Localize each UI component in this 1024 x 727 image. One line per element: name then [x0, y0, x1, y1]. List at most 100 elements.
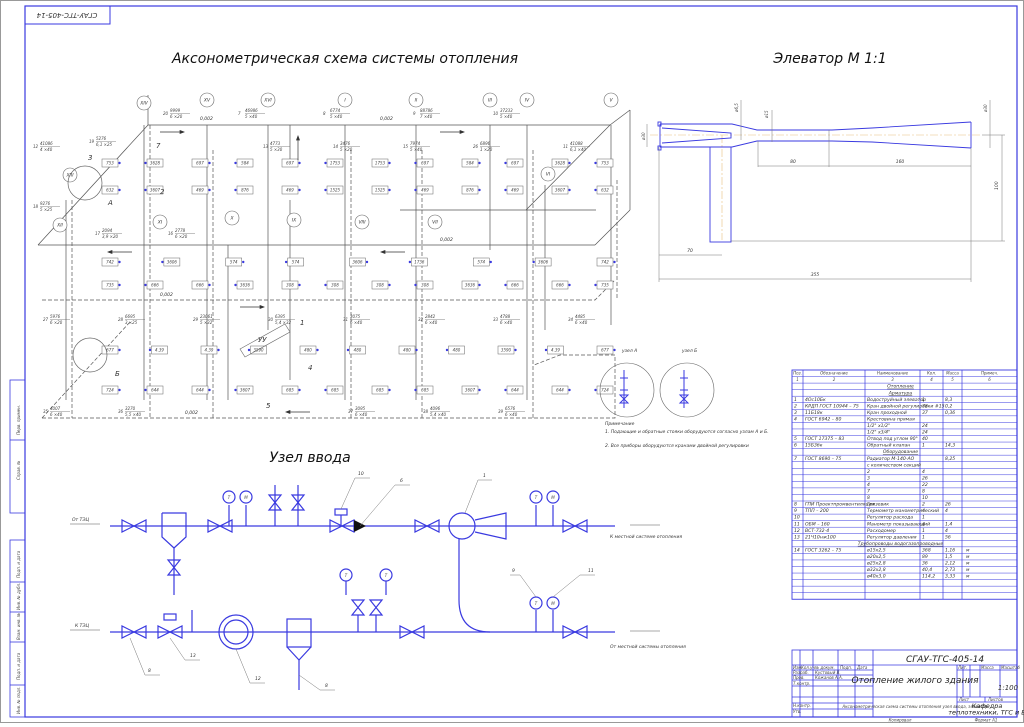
pipe-section-length: 4096 — [430, 406, 441, 411]
pipe-section-length: 6695 — [125, 314, 136, 319]
radiator — [596, 158, 614, 168]
spec-name: 8 — [867, 495, 870, 501]
pipe-section-length: 9276 — [40, 201, 51, 206]
spec-qty: 1 — [922, 528, 925, 534]
radiator-valve — [118, 260, 121, 264]
pipe-section-length: 4007 — [50, 406, 61, 411]
flow-arrows — [107, 129, 465, 415]
stamp-role: Пров. — [793, 675, 805, 680]
to-tec-label: К ТЭЦ — [75, 623, 90, 629]
pipe-section-diameter: 5 ×40 — [245, 114, 258, 119]
heat-unit-label: УУ — [258, 336, 267, 344]
radiator — [473, 257, 490, 267]
spec-qty: 89 — [922, 554, 928, 560]
stamp-code: СГАУ-ТГС-405-14 — [906, 655, 984, 665]
side-label: Взам. инв. № — [16, 613, 21, 640]
radiator-sections: 632 — [601, 188, 609, 193]
radiator-valve — [504, 283, 507, 287]
spec-section: Отопление — [887, 384, 914, 390]
radiator-sections: 644 — [556, 388, 564, 393]
stamp-role: Т.контр. — [793, 681, 810, 686]
radiator-sections: 666 — [196, 283, 204, 288]
pipe-section-diameter: 6 ×40 — [425, 320, 438, 325]
riser-marker-label: XV — [203, 98, 211, 104]
spec-note: м — [966, 562, 970, 567]
radiator — [551, 185, 569, 195]
spec-header: Наименование — [877, 371, 909, 376]
radiator-valve — [208, 388, 211, 392]
radiator-valve — [324, 388, 327, 392]
radiator-sections: 876 — [241, 188, 249, 193]
pipe-section-number: 16 — [168, 231, 174, 236]
spec-name: ø20х2,5 — [866, 554, 886, 560]
inlet-title: Узел ввода — [269, 450, 350, 466]
side-label: Перв. примен. — [16, 405, 21, 435]
spec-name: Манометр показывающий — [867, 521, 930, 527]
spec-code: ГОСТ 3262 – 75 — [805, 547, 841, 553]
radiator-sections: 697 — [286, 161, 294, 166]
radiator-sections: 724 — [106, 388, 114, 393]
spec-header: Масса — [946, 371, 959, 376]
gauge-t: T — [385, 573, 388, 578]
side-label: Подп. и дата — [16, 652, 21, 680]
spec-name: Крестовина прямая — [867, 416, 915, 422]
top-code-box — [24, 5, 111, 25]
radiator-valve — [388, 388, 391, 392]
note-1: 1. Подающие и обратные стояки оборудуютс… — [605, 429, 769, 435]
elevator-title: Элеватор М 1:1 — [772, 51, 886, 67]
spec-mass: 1,5 — [945, 554, 952, 560]
radiator-valve — [504, 188, 507, 192]
riser-marker-circle — [408, 92, 424, 108]
riser-marker-label: IV — [525, 98, 530, 104]
spec-name: Радиатор М-140-АО — [867, 456, 915, 462]
radiator — [101, 385, 119, 395]
pipe-section-number: 37 — [348, 409, 354, 414]
radiator-valve — [118, 388, 121, 392]
riser-marker-label: I — [344, 98, 346, 104]
stamp-title: Отопление жилого здания — [851, 676, 979, 686]
node-a-label: A — [107, 199, 113, 207]
radiator — [146, 158, 164, 168]
pipe-section-diameter: 5 ×25 — [40, 207, 53, 212]
pipe-section-diameter: 6 ×20 — [175, 234, 188, 239]
radiator-valve — [478, 188, 481, 192]
radiator — [506, 280, 524, 290]
callout-12: 12 — [255, 676, 261, 682]
stamp-scale: 1:100 — [998, 684, 1019, 692]
slope-label: 0,002 — [200, 116, 213, 122]
spec-mass: 2,73 — [945, 567, 955, 573]
pipe-section-diameter: 6 ×40 — [355, 412, 368, 417]
spec-pos: 8 — [794, 502, 797, 508]
spec-mass: 0,2 — [945, 403, 952, 409]
radiator-sections: 697 — [421, 161, 429, 166]
stamp-name: Кожанов А.А. — [815, 675, 843, 680]
spec-qty: 40,4 — [922, 567, 932, 573]
radiator-sections: 3607 — [465, 388, 476, 393]
radiator-sections: 697 — [511, 161, 519, 166]
spec-name: ø40х3,0 — [866, 574, 886, 580]
radiator — [547, 345, 564, 355]
pipe-section-number: 29 — [193, 317, 199, 322]
pipe-section-length: 7974 — [410, 141, 421, 146]
spec-name: 4 — [867, 482, 870, 488]
radiator — [461, 185, 479, 195]
radiator-valve — [532, 260, 535, 264]
spec-pos: 13 — [794, 534, 800, 540]
radiator-valve — [234, 188, 237, 192]
to-local-label: К местной системе отопления — [610, 534, 682, 540]
radiator-sections: 685 — [331, 388, 339, 393]
riser-marker-label: VII — [432, 220, 438, 226]
radiator-sections: 574 — [477, 260, 485, 265]
slope-label: 0,002 — [185, 410, 198, 416]
radiator-sections: 4.39 — [155, 348, 164, 353]
pipe-section-diameter: 5 ×40 — [500, 114, 513, 119]
note-2: 2. Все приборы оборудуются кранами двойн… — [605, 443, 749, 449]
radiator-valve — [208, 283, 211, 287]
radiator — [371, 158, 389, 168]
spec-code: ТПП – 200 — [805, 508, 829, 514]
pipe-section-length: 46986 — [245, 108, 258, 113]
pipe-section-diameter: 1 ×20 — [480, 147, 493, 152]
radiator — [461, 280, 479, 290]
